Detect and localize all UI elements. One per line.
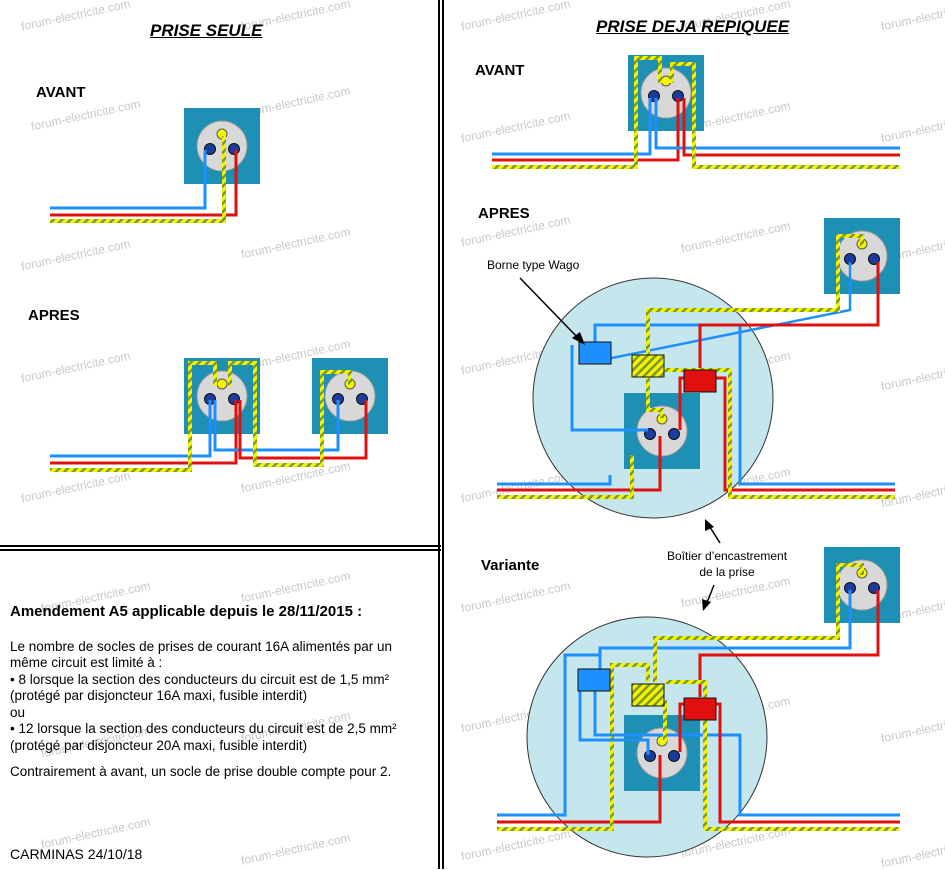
box-label-line2: de la prise [699,565,755,579]
regulation-notes: Amendement A5 applicable depuis le 28/11… [10,603,435,781]
panel-dividers [0,0,444,869]
left-after-label: APRES [28,307,80,324]
right-before-diagram [492,54,900,169]
notes-line: • 8 lorsque la section des conducteurs d… [10,671,390,687]
notes-line: • 12 lorsque la section des conducteurs … [10,721,397,736]
variant-wago-live [683,697,717,721]
signature: CARMINAS 24/10/18 [10,846,143,862]
right-before-label: AVANT [475,62,525,79]
wago-earth-block [631,354,665,378]
box-label-line1: Boîtier d’encastrement [666,549,788,563]
left-panel-title: PRISE SEULE [150,21,263,40]
wago-live-block [683,369,717,393]
notes-title: Amendement A5 applicable depuis le 28/11… [10,603,363,620]
notes-line: (protégé par disjoncteur 20A maxi, fusib… [10,737,308,753]
right-after-diagram [497,217,901,544]
variant-label: Variante [481,557,540,574]
variant-wago-neutral [577,668,611,692]
left-before-diagram [50,107,261,223]
notes-line: même circuit est limité à : [10,655,163,670]
notes-line: Le nombre de socles de prises de courant… [10,638,392,654]
right-panel-title: PRISE DEJA REPIQUEE [596,17,790,36]
variant-wago-earth [631,683,665,707]
left-before-label: AVANT [36,84,86,101]
notes-line: (protégé par disjoncteur 16A maxi, fusib… [10,688,308,703]
notes-line: Contrairement à avant, un socle de prise… [10,764,392,779]
right-after-label: APRES [478,205,530,222]
wago-label: Borne type Wago [487,258,580,272]
variant-diagram [497,546,901,858]
left-after-diagram [50,357,389,472]
notes-line: ou [10,704,26,720]
wago-neutral-block [578,341,612,365]
